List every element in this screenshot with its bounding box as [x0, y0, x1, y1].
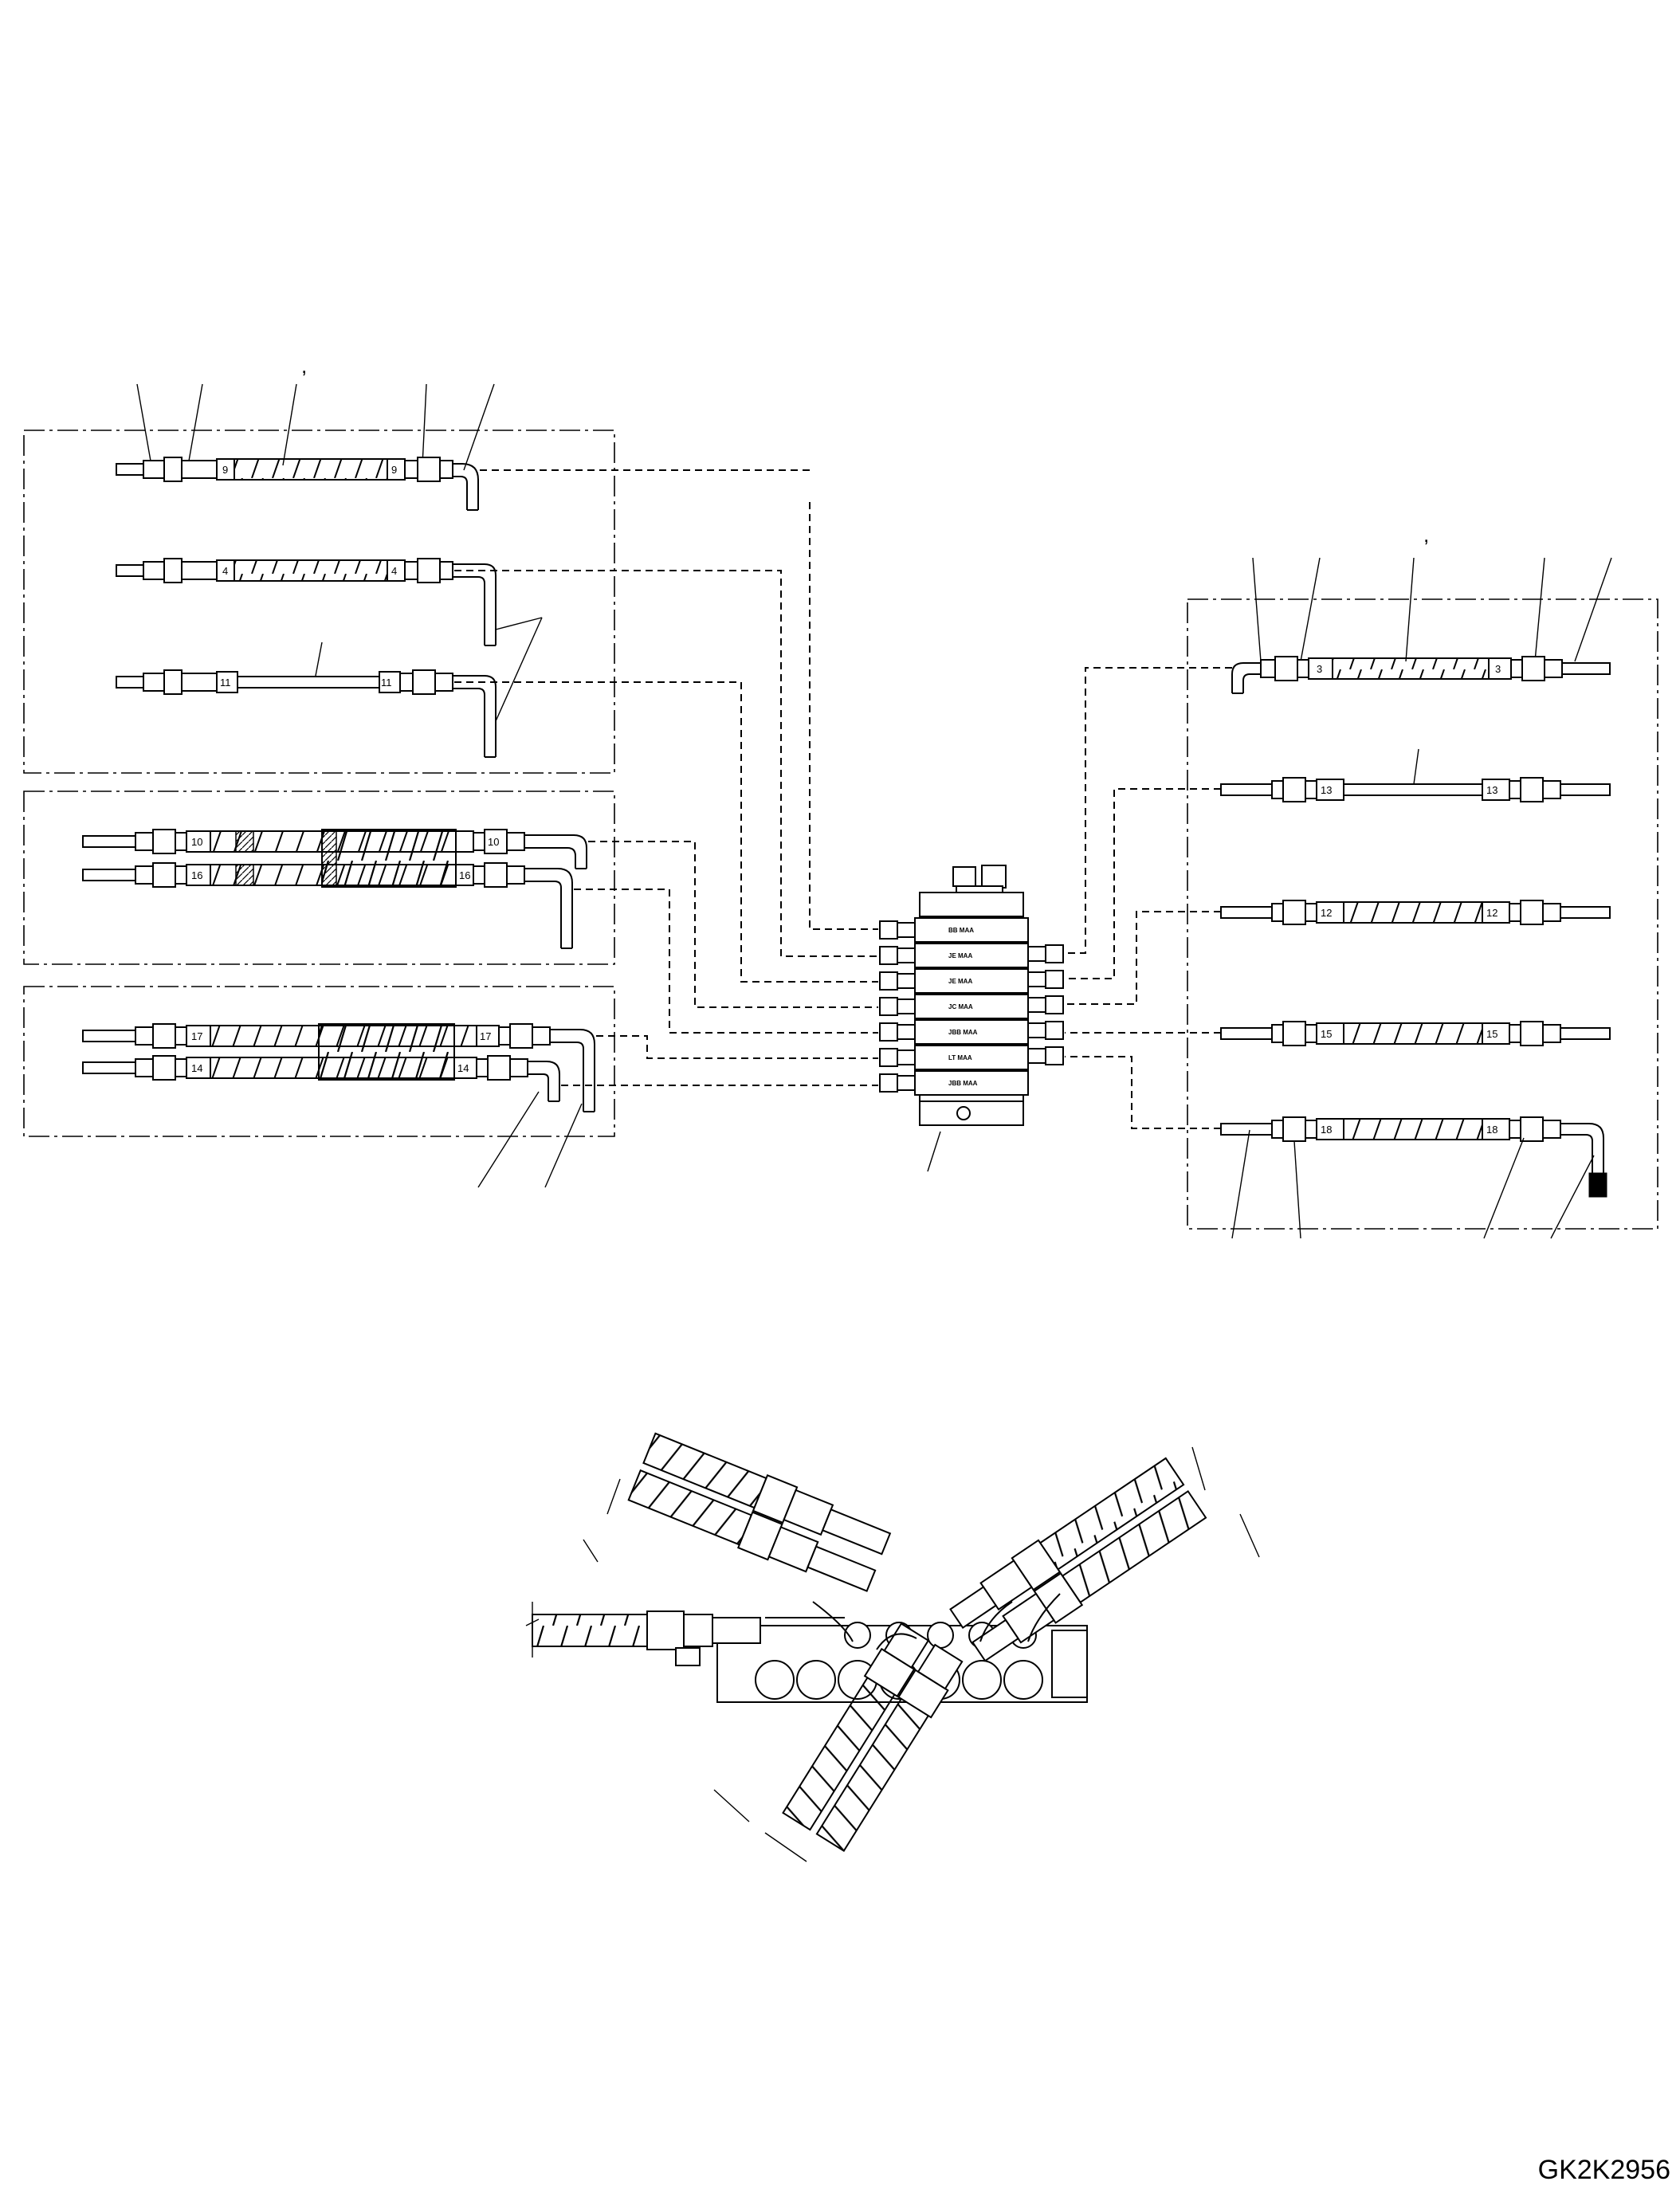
hose-d2-tag: 13 [1321, 784, 1332, 796]
hose-d5: 18 18 [1220, 1116, 1607, 1198]
valve-left-ports [879, 920, 916, 1093]
hose-a3-tag: 11 [220, 677, 231, 689]
port-label-7: JBB MAA [948, 1080, 978, 1087]
group-c-boundary [23, 986, 615, 1137]
hose-b1-tag: 10 [191, 836, 202, 848]
hose-a1: 9 9 [116, 457, 479, 511]
assembled-view [525, 1432, 1260, 1862]
group-d-top-leaders [1252, 557, 1612, 662]
hose-a1-tag-right: 9 [391, 464, 397, 476]
hose-d4-tag-right: 15 [1486, 1028, 1497, 1040]
group-a-v-leader [495, 617, 543, 722]
group-a-leaders [136, 383, 495, 471]
valve-right-ports [1027, 944, 1064, 1065]
hose-d5-tag-right: 18 [1486, 1124, 1497, 1136]
hose-a3: 11 11 [116, 641, 497, 758]
apostrophe-mark-a: , [301, 354, 307, 378]
hose-c2-tag: 14 [191, 1062, 202, 1074]
group-b-sleeve [321, 829, 457, 888]
apostrophe-mark-d: , [1423, 523, 1429, 547]
hose-b2-tag: 16 [191, 869, 202, 881]
port-label-6: LT MAA [948, 1054, 972, 1061]
group-d-bottom-leaders [1231, 1129, 1595, 1239]
group-c-leaders [477, 1091, 583, 1188]
distributor-valve: BB MAA JE MAA JE MAA JC MAA JBB MAA LT M… [879, 865, 1064, 1172]
hose-d3-tag: 12 [1321, 907, 1332, 919]
hose-d2-tag-right: 13 [1486, 784, 1497, 796]
connection-lines [454, 469, 1232, 1129]
port-label-4: JC MAA [948, 1003, 973, 1010]
hose-c1-tag-right: 17 [480, 1030, 491, 1042]
port-label-1: BB MAA [948, 927, 974, 934]
hose-a2: 4 4 [116, 558, 497, 646]
drawing-code: GK2K2956 [1537, 2155, 1670, 2185]
hose-d5-tag: 18 [1321, 1124, 1332, 1136]
hose-d1-tag: 3 [1317, 663, 1322, 675]
hose-a2-tag: 4 [222, 565, 228, 577]
hose-d1: 3 3 [1231, 656, 1611, 694]
hose-c2-tag-right: 14 [457, 1062, 469, 1074]
group-b-boundary [23, 791, 615, 965]
hose-d1-tag-right: 3 [1495, 663, 1501, 675]
port-label-2: JE MAA [948, 952, 972, 959]
group-a-boundary [23, 430, 615, 774]
valve-port-labels: BB MAA JE MAA JE MAA JC MAA JBB MAA LT M… [948, 927, 978, 1087]
hose-a1-tag: 9 [222, 464, 228, 476]
hose-d4-tag: 15 [1321, 1028, 1332, 1040]
port-label-3: JE MAA [948, 978, 972, 985]
hose-c1-tag: 17 [191, 1030, 202, 1042]
hose-d3: 12 12 [1220, 900, 1611, 925]
hose-a3-tag-right: 11 [381, 677, 392, 689]
hose-a2-tag-right: 4 [391, 565, 397, 577]
group-d-boundary [1187, 598, 1658, 1230]
hose-d4: 15 15 [1220, 1021, 1611, 1046]
hose-d2: 13 13 [1220, 748, 1611, 802]
valve-sections [914, 917, 1029, 1096]
hose-d3-tag-right: 12 [1486, 907, 1497, 919]
hose-b1-tag-right: 10 [488, 836, 499, 848]
port-label-5: JBB MAA [948, 1029, 978, 1036]
hose-b2-tag-right: 16 [459, 869, 470, 881]
group-c-sleeve [318, 1023, 455, 1081]
